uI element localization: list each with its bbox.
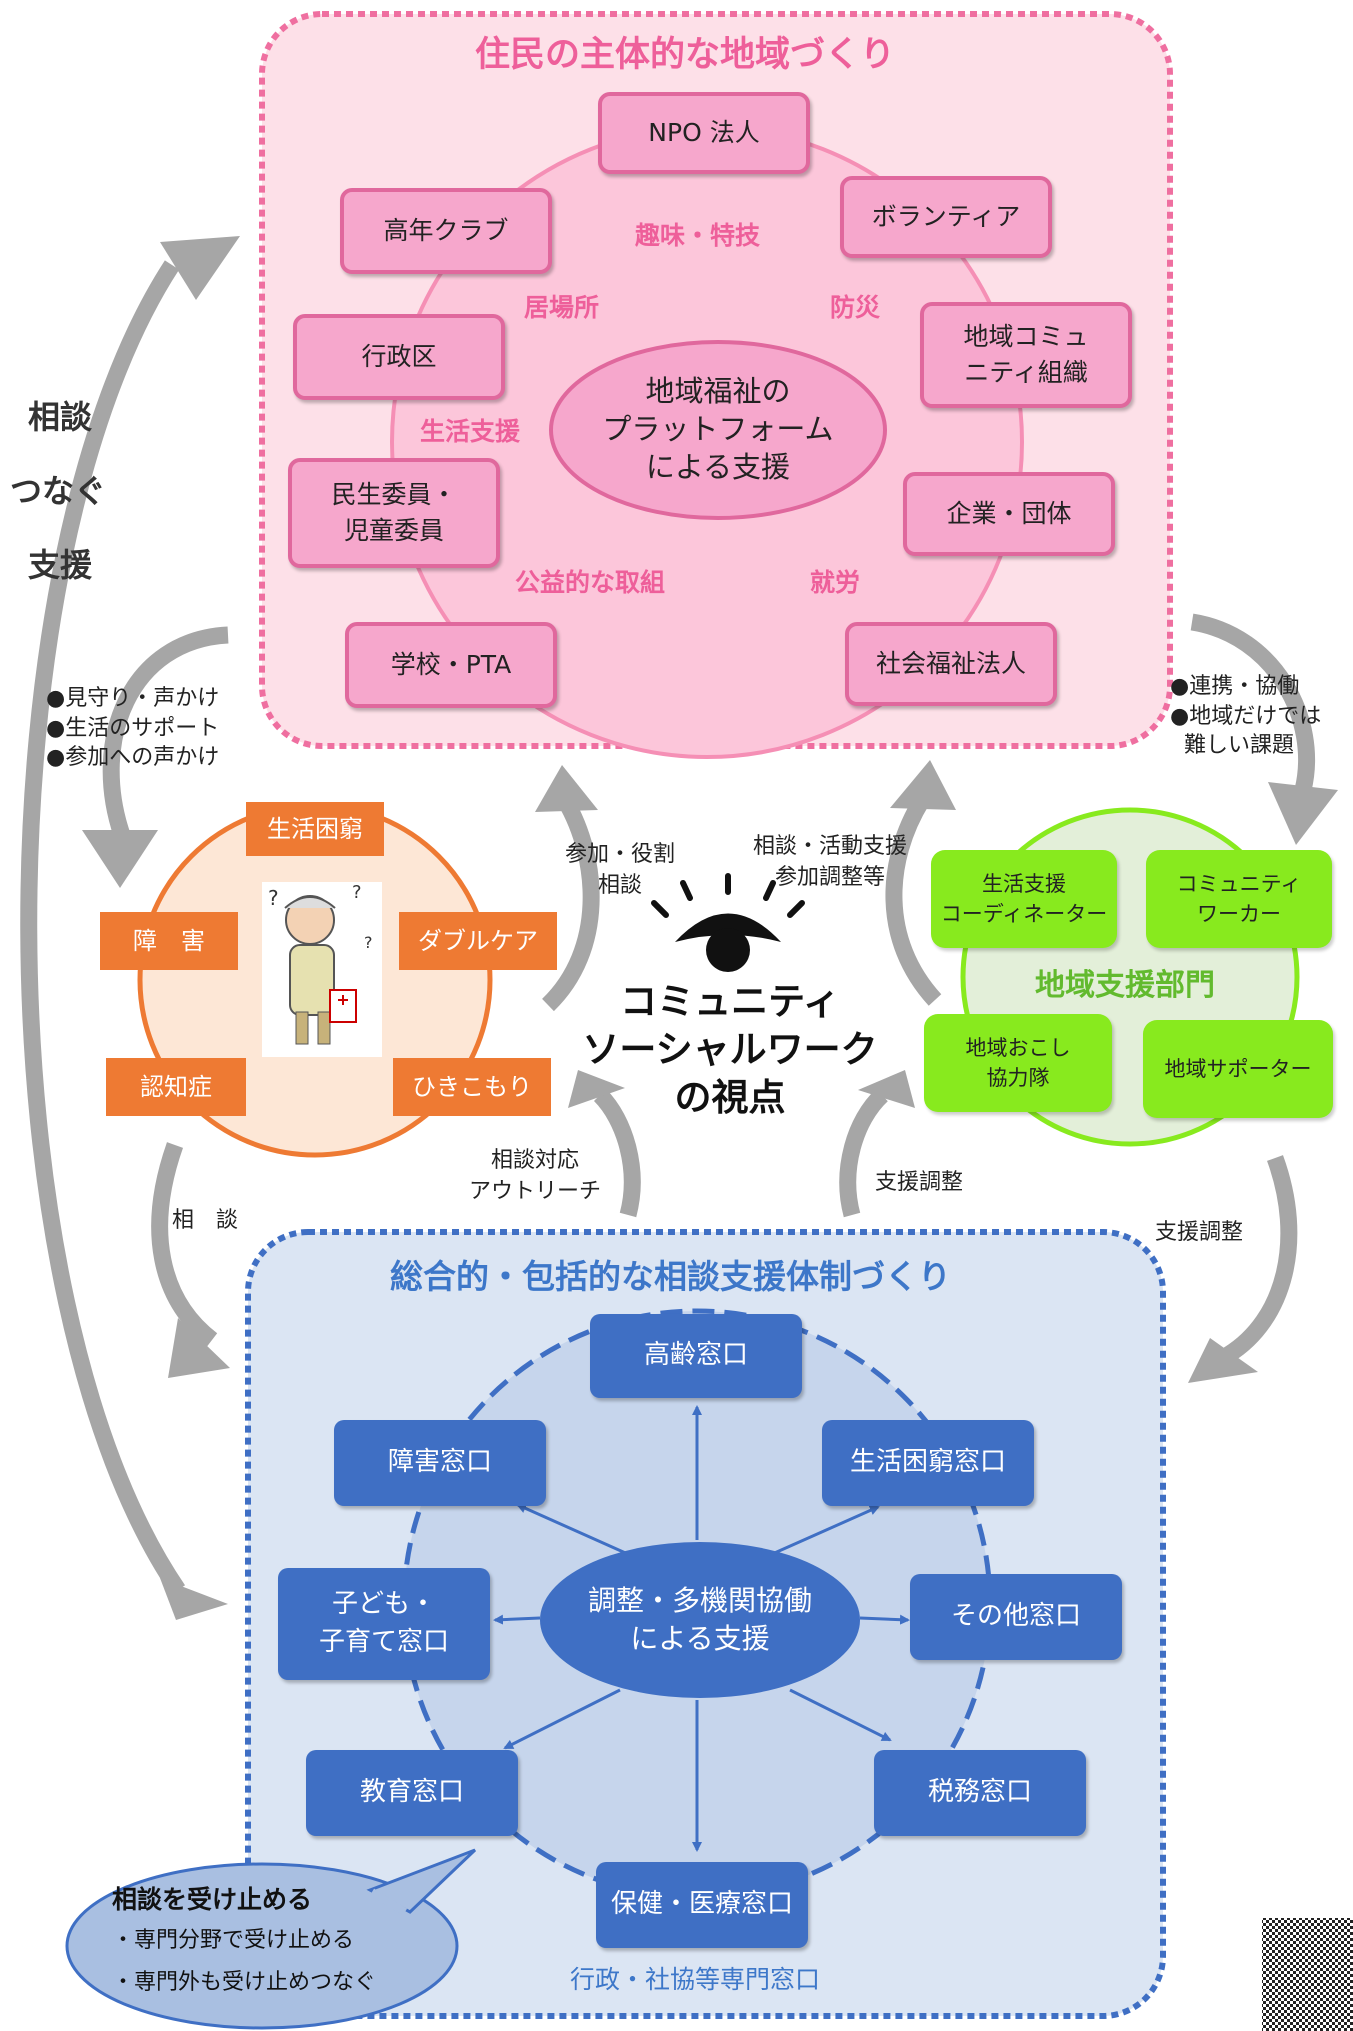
- window-childcare: 子ども・ 子育て窓口: [278, 1568, 490, 1680]
- box-welfare-commissioner: 民生委員・ 児童委員: [288, 458, 500, 568]
- speech-bubble: [65, 1848, 477, 2030]
- arrowhead-bottom-left: [160, 1578, 228, 1620]
- box-school-pta: 学校・PTA: [345, 622, 557, 708]
- outreach-arrow: [593, 1088, 641, 1218]
- window-disability: 障害窓口: [334, 1420, 546, 1506]
- eye-icon: [651, 873, 805, 972]
- window-tax: 税務窓口: [874, 1750, 1086, 1836]
- note-watch-over: ●見守り・声かけ ●生活のサポート ●参加への声かけ: [46, 686, 220, 771]
- window-elderly: 高齢窓口: [590, 1314, 802, 1398]
- side-label-support: 支援: [28, 546, 93, 584]
- label-place-to-be: 居場所: [524, 293, 600, 322]
- arrowhead-bottom-panel-left: [168, 1318, 230, 1378]
- svg-text:?: ?: [352, 882, 362, 903]
- box-senior-club: 高年クラブ: [340, 188, 552, 274]
- note-participation: 参加・役割 相談: [564, 842, 675, 898]
- window-education: 教育窓口: [306, 1750, 518, 1836]
- community-social-work-viewpoint: コミュニティ ソーシャルワーク の視点: [582, 980, 878, 1120]
- bottom-panel-title: 総合的・包括的な相談支援体制づくり: [390, 1257, 951, 1296]
- gray-arrowheads: [82, 236, 1338, 1620]
- role-community-supporter: 地域サポーター: [1143, 1020, 1333, 1118]
- long-left-arc-arrow: [20, 260, 186, 1595]
- top-panel-title: 住民の主体的な地域づくり: [475, 35, 896, 75]
- note-collaboration: ●連携・協働 ●地域だけでは 難しい課題: [1170, 674, 1322, 759]
- arrowhead-participation: [535, 765, 598, 812]
- box-npo: NPO 法人: [598, 92, 810, 174]
- note-outreach: 相談対応 アウトリーチ: [468, 1148, 601, 1204]
- callout-title: 相談を受け止める: [112, 1885, 313, 1914]
- arrowhead-left-circle: [82, 830, 158, 888]
- top-center-text: 地域福祉の プラットフォーム による支援: [602, 374, 834, 484]
- label-employment: 就労: [810, 568, 861, 597]
- role-life-support-coordinator: 生活支援 コーディネーター: [931, 850, 1117, 948]
- issue-disability: 障 害: [100, 912, 238, 970]
- callout-line-1: ・専門分野で受け止める: [112, 1928, 355, 1953]
- role-regional-revitalization: 地域おこし 協力隊: [924, 1014, 1112, 1112]
- box-volunteer: ボランティア: [840, 176, 1052, 258]
- window-poverty: 生活困窮窓口: [822, 1420, 1034, 1506]
- bottom-center-ellipse: [540, 1542, 860, 1698]
- issue-dementia: 認知症: [106, 1058, 246, 1116]
- note-activity-support: 相談・活動支援 参加調整等: [752, 834, 907, 890]
- arrowhead-top-left: [160, 236, 240, 300]
- arrowhead-right-top: [1268, 782, 1338, 845]
- callout-line-2: ・専門外も受け止めつなぐ: [112, 1970, 377, 1995]
- arrowhead-activity: [890, 760, 956, 810]
- top-left-curve-arrow: [102, 626, 229, 838]
- arrowhead-bottom-panel-right: [1188, 1338, 1258, 1383]
- label-hobby-skill: 趣味・特技: [635, 221, 761, 250]
- window-health-medical: 保健・医療窓口: [596, 1862, 808, 1948]
- issue-social-withdrawal: ひきこもり: [393, 1058, 551, 1116]
- note-support-adjust-right: 支援調整: [1155, 1220, 1244, 1245]
- svg-text:?: ?: [364, 933, 373, 952]
- role-community-worker: コミュニティ ワーカー: [1146, 850, 1332, 948]
- box-companies: 企業・団体: [903, 472, 1115, 556]
- note-consult: 相 談: [172, 1208, 239, 1233]
- arrowhead-outreach: [568, 1070, 625, 1108]
- right-circle-title: 地域支援部門: [1035, 968, 1215, 1003]
- label-disaster-prevention: 防災: [830, 293, 881, 322]
- bottom-center-text: 調整・多機関協働 による支援: [587, 1584, 812, 1655]
- side-label-consult: 相談: [28, 398, 93, 436]
- label-life-support: 生活支援: [420, 417, 521, 446]
- qr-code: [1262, 1918, 1353, 2031]
- note-support-adjust-center: 支援調整: [875, 1170, 964, 1195]
- top-right-curve-arrow: [1190, 613, 1316, 792]
- elderly-man-illustration: ? ? ?: [268, 882, 373, 1045]
- activity-arrow: [885, 795, 942, 1006]
- right-bottom-curve-arrow: [1223, 1155, 1298, 1363]
- arrowhead-support-adjust: [858, 1070, 915, 1108]
- bottom-panel-footer: 行政・社協等専門窓口: [570, 1965, 821, 1994]
- left-bottom-curve-arrow: [151, 1142, 218, 1347]
- bottom-spokes: [493, 1405, 910, 1852]
- support-adjust-arrow: [839, 1088, 889, 1218]
- box-community-org: 地域コミュ ニティ組織: [920, 302, 1132, 408]
- issue-poverty: 生活困窮: [246, 802, 384, 856]
- box-social-welfare-corp: 社会福祉法人: [845, 622, 1057, 706]
- side-label-connect: つなぐ: [10, 472, 107, 510]
- gray-arrows: [20, 260, 1316, 1595]
- svg-text:?: ?: [268, 886, 279, 910]
- window-other: その他窓口: [910, 1574, 1122, 1660]
- label-public-interest: 公益的な取組: [515, 568, 666, 597]
- participation-arrow: [541, 795, 600, 1012]
- top-center-ellipse: [549, 340, 887, 520]
- issue-double-care: ダブルケア: [399, 912, 557, 970]
- box-administrative-district: 行政区: [293, 314, 505, 400]
